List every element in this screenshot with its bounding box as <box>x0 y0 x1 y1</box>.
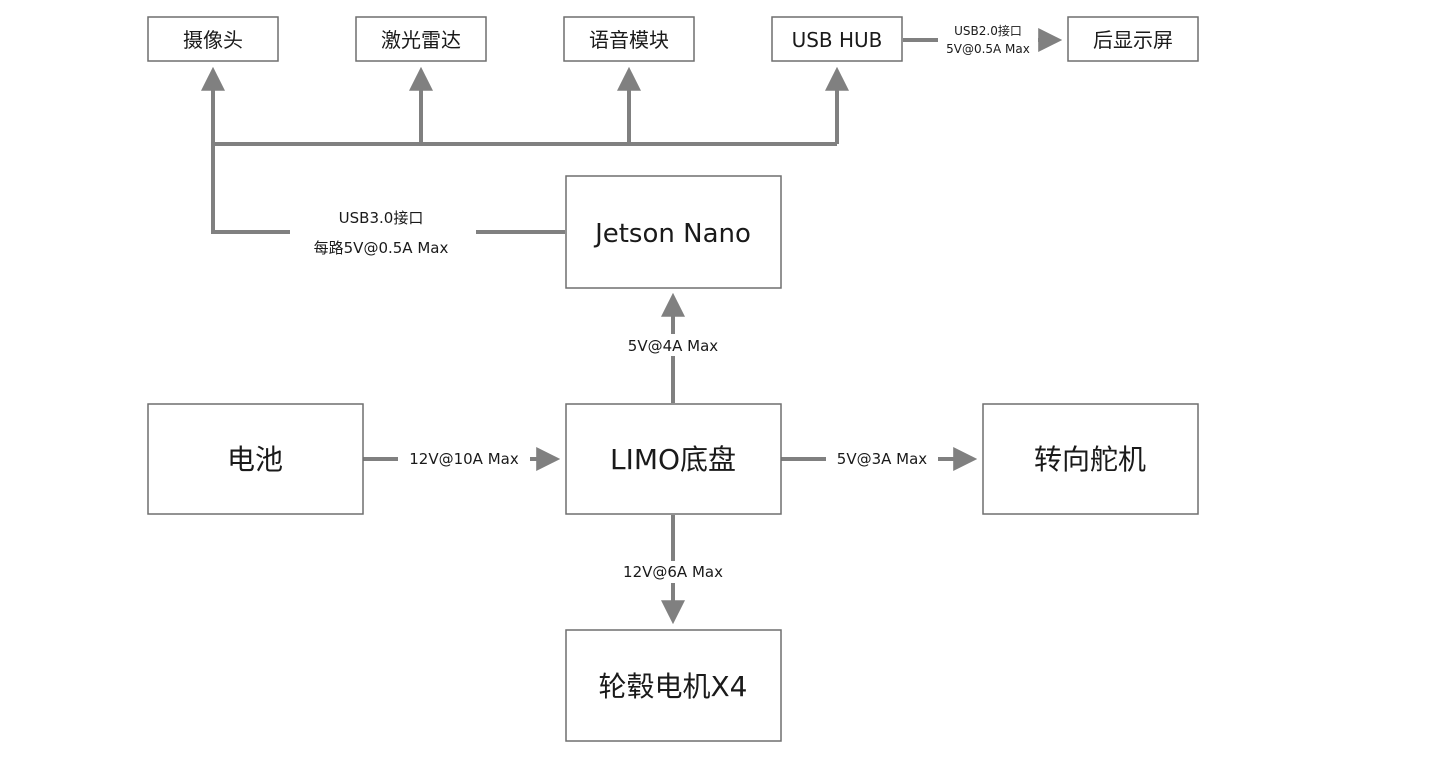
edge-labels: USB2.0接口 5V@0.5A Max USB3.0接口 每路5V@0.5A … <box>290 21 1038 583</box>
node-battery: 电池 <box>147 403 364 515</box>
battery-power-label: 12V@10A Max <box>409 450 519 468</box>
node-camera: 摄像头 <box>147 16 279 62</box>
node-motor-label: 轮毂电机X4 <box>599 670 748 703</box>
usb3-label-line1: USB3.0接口 <box>339 209 424 227</box>
jetson-power-label: 5V@4A Max <box>628 337 719 355</box>
node-rear-display-label: 后显示屏 <box>1093 28 1173 52</box>
node-hub-motor: 轮毂电机X4 <box>565 629 782 742</box>
node-steering-servo: 转向舵机 <box>982 403 1199 515</box>
node-camera-label: 摄像头 <box>183 28 243 52</box>
node-lidar-label: 激光雷达 <box>381 28 461 52</box>
node-servo-label: 转向舵机 <box>1034 443 1146 476</box>
node-jetson-nano: Jetson Nano <box>565 175 782 289</box>
node-usb-hub-label: USB HUB <box>792 28 883 52</box>
servo-power-label: 5V@3A Max <box>837 450 928 468</box>
node-limo-chassis: LIMO底盘 <box>565 403 782 515</box>
node-battery-label: 电池 <box>227 443 283 476</box>
node-voice-label: 语音模块 <box>589 28 669 52</box>
hub-display-label-line2: 5V@0.5A Max <box>946 42 1030 56</box>
usb3-label-line2: 每路5V@0.5A Max <box>314 239 449 257</box>
node-voice-module: 语音模块 <box>563 16 695 62</box>
node-limo-label: LIMO底盘 <box>610 443 736 476</box>
motor-power-label: 12V@6A Max <box>623 563 723 581</box>
node-rear-display: 后显示屏 <box>1067 16 1199 62</box>
node-lidar: 激光雷达 <box>355 16 487 62</box>
hub-display-label-line1: USB2.0接口 <box>954 23 1022 38</box>
node-jetson-label: Jetson Nano <box>593 219 751 249</box>
connectors <box>201 28 1063 625</box>
node-usb-hub: USB HUB <box>771 16 903 62</box>
